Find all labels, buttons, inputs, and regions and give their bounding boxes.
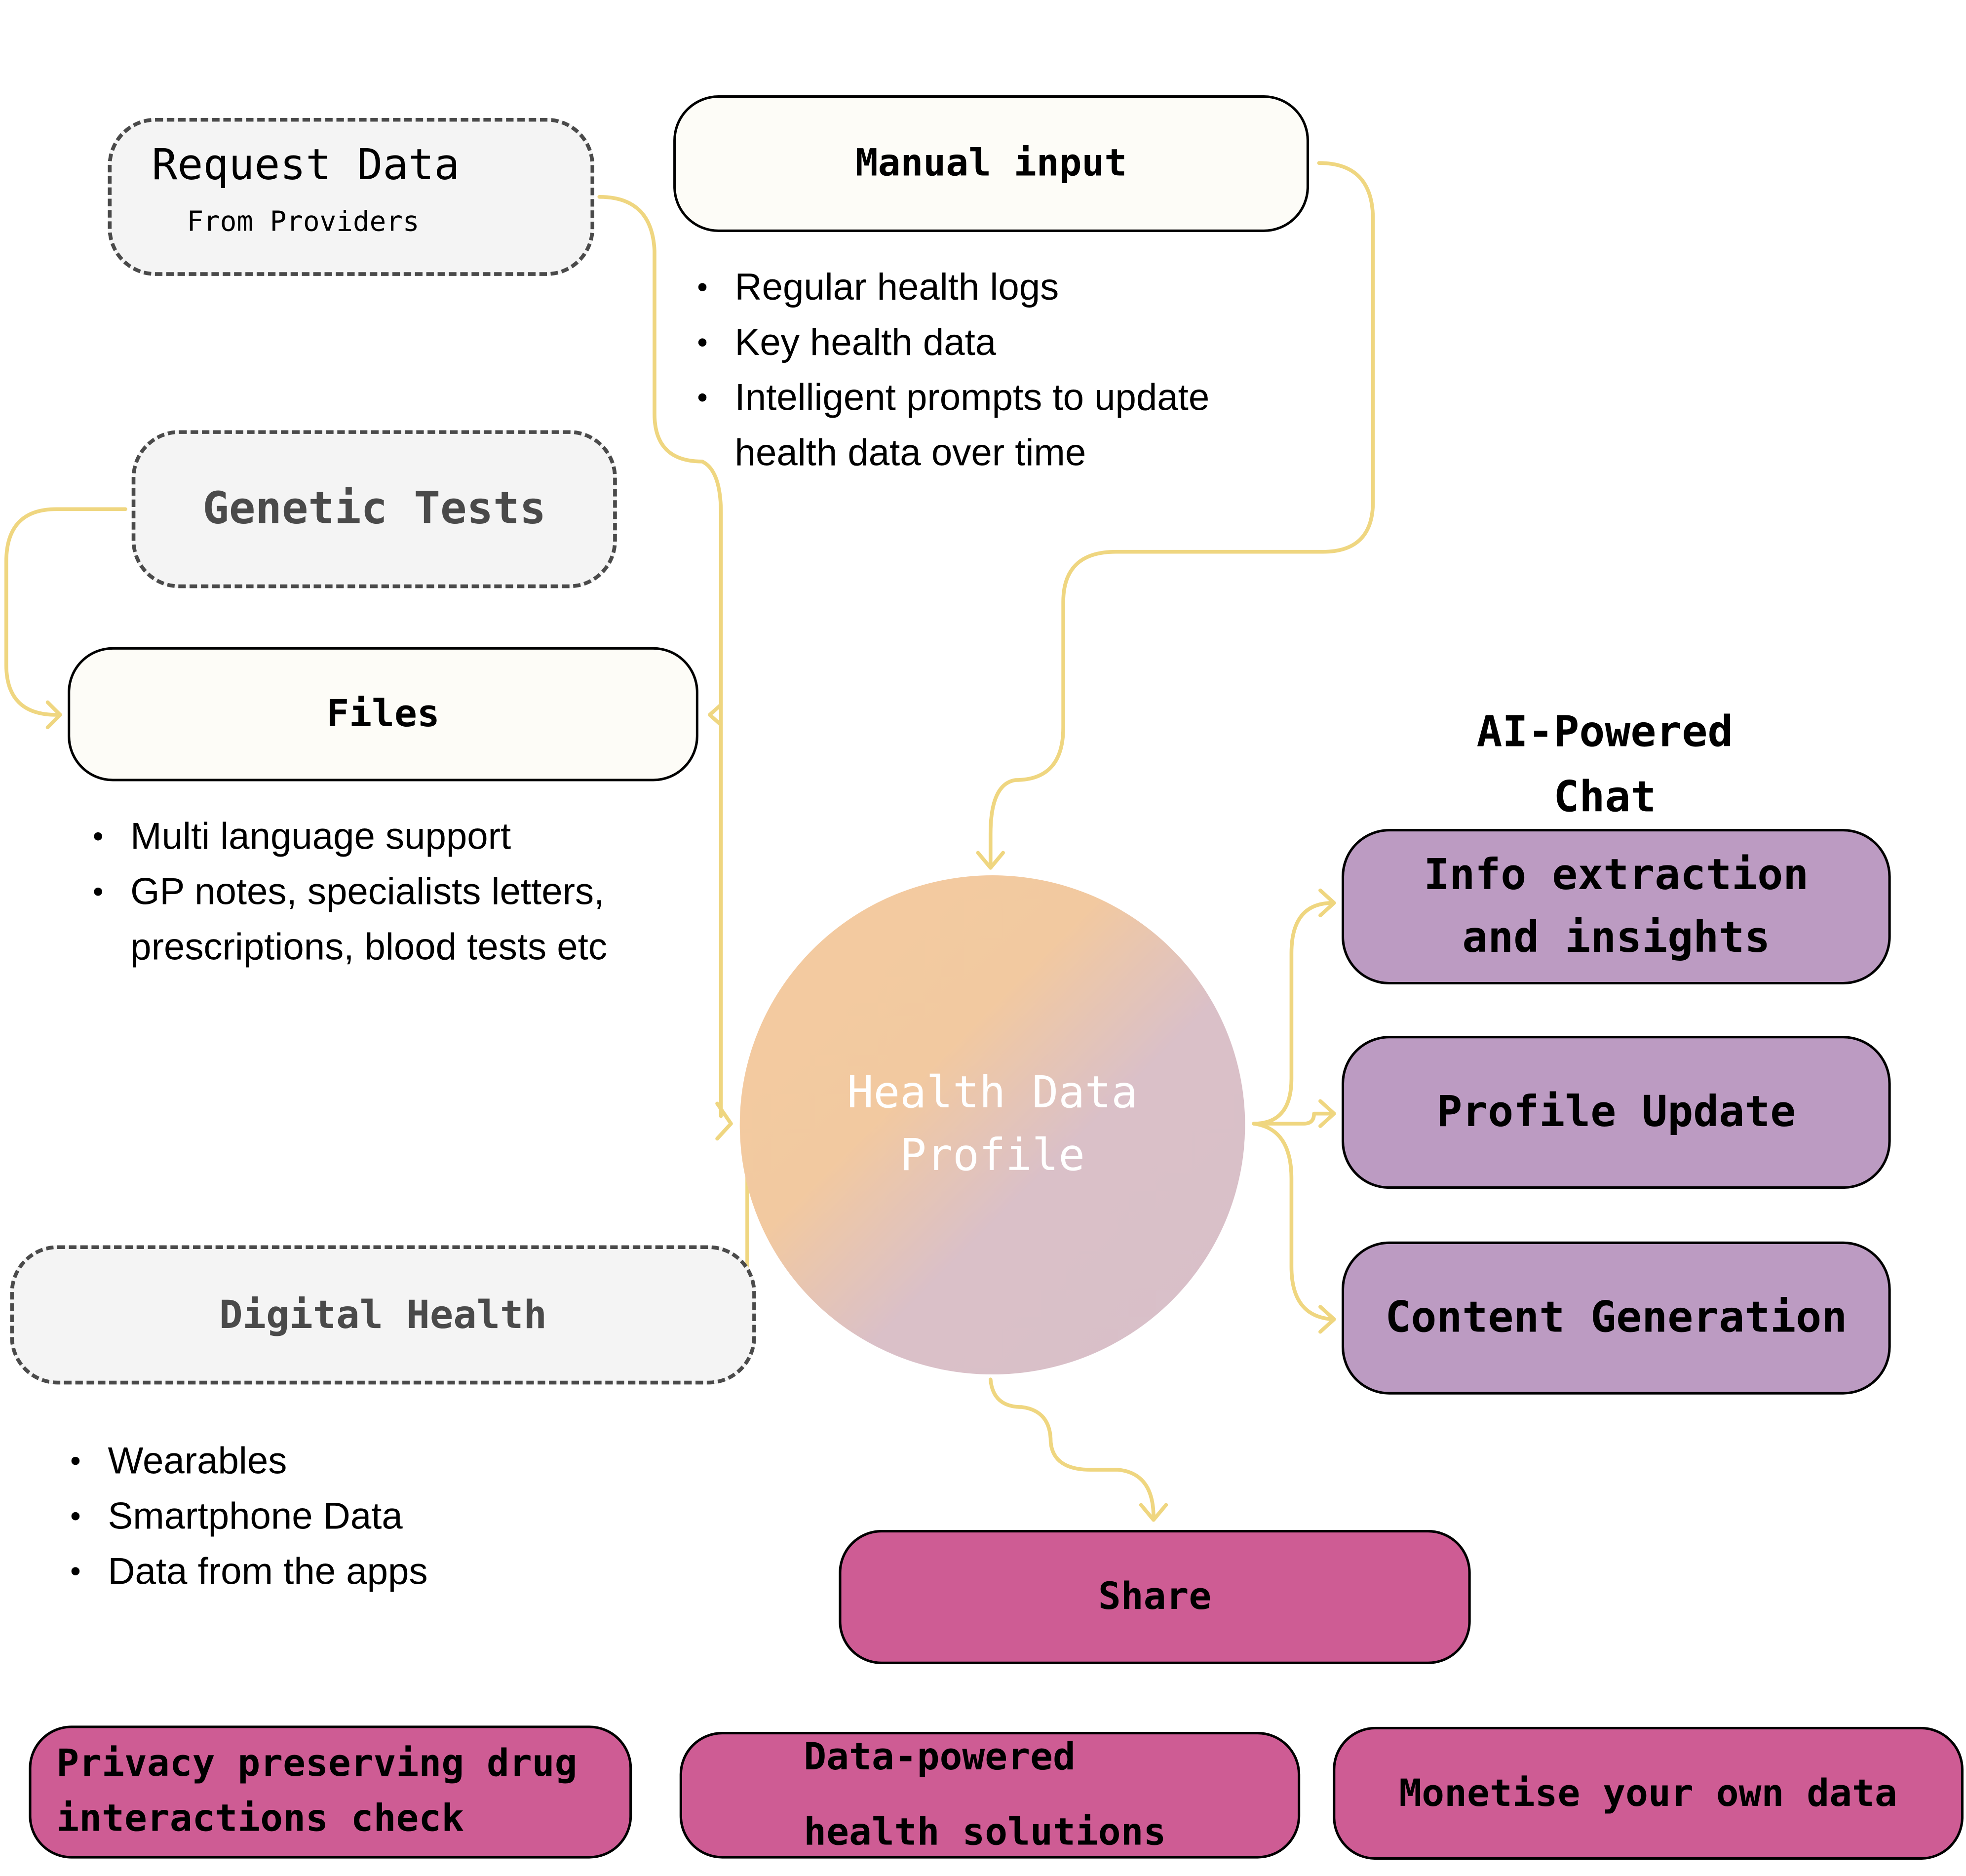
outcome-line2: health solutions bbox=[804, 1810, 1166, 1854]
list-item: Wearables bbox=[70, 1435, 597, 1490]
genetic-tests-title: Genetic Tests bbox=[202, 484, 546, 535]
outcome-drug-interactions-button[interactable]: Privacy preserving drug interactions che… bbox=[29, 1725, 632, 1859]
arrowhead-info bbox=[1318, 888, 1336, 918]
connector-hub-to-info bbox=[1252, 901, 1335, 1126]
list-item: Multi language support bbox=[93, 810, 694, 865]
connector-manual-to-hub bbox=[988, 161, 1375, 870]
hub-label-line1: Health Data bbox=[847, 1068, 1138, 1119]
request-data-node[interactable]: Request Data From Providers bbox=[108, 117, 595, 276]
ai-item-line2: and insights bbox=[1462, 913, 1771, 963]
ai-profile-update-button[interactable]: Profile Update bbox=[1342, 1036, 1891, 1189]
list-item: Smartphone Data bbox=[70, 1490, 597, 1545]
arrowhead-files-left bbox=[45, 700, 62, 730]
arrowhead-request-hub bbox=[715, 1101, 733, 1141]
share-label: Share bbox=[1098, 1575, 1212, 1619]
manual-input-features: Regular health logs Key health data Inte… bbox=[697, 261, 1299, 481]
connector-hub-to-profile bbox=[1252, 1111, 1336, 1126]
ai-chat-heading: AI-Powered Chat bbox=[1417, 700, 1793, 830]
request-data-subtitle: From Providers bbox=[187, 207, 420, 238]
ai-info-extraction-button[interactable]: Info extraction and insights bbox=[1342, 829, 1891, 985]
connector-hub-to-content bbox=[1252, 1122, 1335, 1322]
list-item: Regular health logs bbox=[697, 261, 1299, 316]
outcome-monetise-data-button[interactable]: Monetise your own data bbox=[1333, 1726, 1964, 1860]
hub-label-line2: Profile bbox=[900, 1131, 1085, 1181]
share-button[interactable]: Share bbox=[839, 1530, 1471, 1664]
arrowhead-files-right bbox=[707, 703, 723, 727]
manual-input-title: Manual input bbox=[855, 142, 1127, 186]
manual-input-node[interactable]: Manual input bbox=[673, 95, 1309, 232]
files-title: Files bbox=[326, 692, 440, 737]
list-item: GP notes, specialists letters, prescript… bbox=[93, 865, 694, 976]
arrowhead-profile bbox=[1318, 1099, 1336, 1128]
list-item: Intelligent prompts to update health dat… bbox=[697, 371, 1299, 482]
outcome-line1: Privacy preserving drug bbox=[56, 1742, 578, 1786]
list-item: Key health data bbox=[697, 316, 1299, 371]
files-features: Multi language support GP notes, special… bbox=[93, 810, 694, 976]
outcome-health-solutions-button[interactable]: Data-powered health solutions bbox=[679, 1732, 1301, 1859]
outcome-line1: Monetise your own data bbox=[1399, 1771, 1897, 1815]
arrowhead-manual-hub bbox=[976, 851, 1005, 870]
connector-hub-to-share bbox=[988, 1377, 1156, 1520]
ai-item-line1: Content Generation bbox=[1385, 1292, 1848, 1343]
ai-item-line1: Info extraction bbox=[1424, 850, 1809, 900]
digital-health-node[interactable]: Digital Health bbox=[10, 1245, 756, 1385]
arrowhead-share bbox=[1139, 1503, 1168, 1522]
health-data-profile-hub[interactable]: Health Data Profile bbox=[739, 875, 1245, 1375]
digital-health-features: Wearables Smartphone Data Data from the … bbox=[70, 1435, 597, 1600]
outcome-line2: interactions check bbox=[56, 1797, 464, 1841]
ai-item-line1: Profile Update bbox=[1436, 1087, 1796, 1137]
genetic-tests-node[interactable]: Genetic Tests bbox=[131, 430, 617, 588]
list-item: Data from the apps bbox=[70, 1545, 597, 1601]
ai-content-generation-button[interactable]: Content Generation bbox=[1342, 1241, 1891, 1395]
files-node[interactable]: Files bbox=[68, 647, 698, 782]
outcome-line1: Data-powered bbox=[804, 1735, 1076, 1779]
connector-genetic-to-files bbox=[4, 507, 127, 717]
arrowhead-content bbox=[1318, 1305, 1336, 1334]
ai-chat-heading-line2: Chat bbox=[1553, 772, 1657, 823]
ai-chat-heading-line1: AI-Powered bbox=[1476, 707, 1734, 758]
request-data-title: Request Data bbox=[152, 140, 460, 191]
digital-health-title: Digital Health bbox=[219, 1292, 547, 1338]
